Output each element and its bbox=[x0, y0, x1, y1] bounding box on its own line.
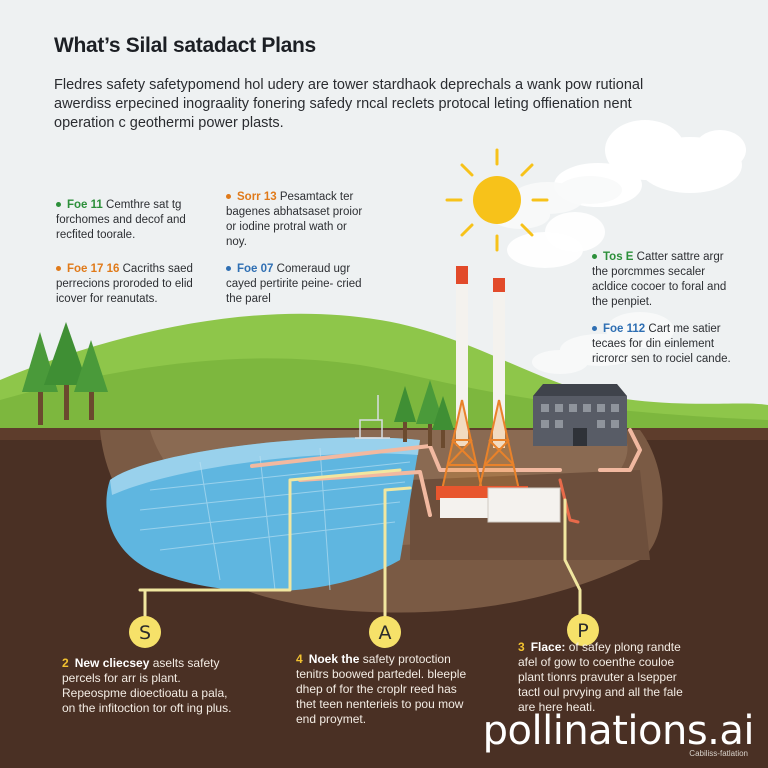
chimney-icon bbox=[456, 266, 505, 448]
callout-6: Foe 112 Cart me satier tecaes for din ei… bbox=[592, 322, 732, 367]
callout-2: Sorr 13 Pesamtack ter bagenes abhatsaset… bbox=[226, 190, 368, 250]
bullet-icon bbox=[56, 266, 61, 272]
marker-lead: Noek the bbox=[308, 652, 360, 666]
callout-text: Comeraud ugr cayed pertirite peine- crie… bbox=[226, 263, 362, 305]
marker-letter-s: S bbox=[139, 622, 151, 644]
callout-text: Catter sattre argr the porcmmes secaler … bbox=[592, 251, 727, 308]
bullet-icon bbox=[226, 194, 231, 200]
callout-code: Foe 07 bbox=[237, 263, 274, 275]
marker-description-s: 2 New cliecsey aselts safety percels for … bbox=[62, 656, 238, 716]
small-structure bbox=[355, 395, 390, 439]
marker-letter-p: P bbox=[577, 620, 588, 642]
intro-paragraph: Fledres safety safetypomend hol udery ar… bbox=[54, 77, 644, 131]
cloud-icon bbox=[507, 120, 746, 268]
drill-tower bbox=[440, 399, 521, 491]
callout-text: Pesamtack ter bagenes abhatsaset proior … bbox=[226, 191, 363, 248]
marker-number: 4 bbox=[296, 652, 303, 666]
marker-description-p: 3 Flace: of safey plong randte afel of go… bbox=[518, 640, 696, 715]
marker-lead: Flace: bbox=[530, 640, 566, 654]
callout-code: Foe 112 bbox=[603, 323, 646, 335]
bullet-icon bbox=[226, 266, 231, 272]
tree-icon bbox=[22, 322, 108, 425]
sun-icon bbox=[445, 148, 549, 252]
callout-text: Cart me satier tecaes for din einlement … bbox=[592, 323, 731, 365]
watermark: pollinations.ai bbox=[482, 708, 755, 754]
callout-code: Foe 11 bbox=[67, 199, 103, 211]
power-plant-icon bbox=[533, 384, 627, 446]
callout-4: Foe 07 Comeraud ugr cayed pertirite pein… bbox=[226, 262, 366, 307]
pipe-network bbox=[138, 428, 642, 634]
bullet-icon bbox=[56, 202, 61, 208]
bullet-icon bbox=[592, 326, 597, 332]
marker-lead: New cliecsey bbox=[74, 656, 150, 670]
callout-code: Tos E bbox=[603, 251, 634, 263]
marker-description-a: 4 Noek the safety protoction tenitrs boow… bbox=[296, 652, 468, 727]
marker-text: of safey plong randte afel of gow to coe… bbox=[518, 640, 683, 714]
callout-text: Cacriths saed perrecions proroded to eli… bbox=[56, 263, 193, 305]
callout-5: Tos E Catter sattre argr the porcmmes se… bbox=[592, 250, 732, 310]
marker-number: 3 bbox=[518, 640, 525, 654]
bullet-icon bbox=[592, 254, 597, 260]
callout-code: Foe 17 16 bbox=[67, 263, 120, 275]
callout-1: Foe 11 Cemthre sat tg forchomes and deco… bbox=[56, 198, 196, 243]
marker-circle-icon bbox=[129, 614, 599, 648]
marker-text: safety protoction tenitrs boowed partede… bbox=[296, 652, 467, 726]
tree-icon bbox=[394, 380, 454, 448]
watermark-sub: Cabiliss-fatlation bbox=[689, 749, 748, 758]
callout-3: Foe 17 16 Cacriths saed perrecions proro… bbox=[56, 262, 206, 307]
marker-letter-a: A bbox=[379, 622, 392, 644]
page-title: What’s Silal satadact Plans bbox=[54, 34, 316, 57]
callout-text: Cemthre sat tg forchomes and decof and r… bbox=[56, 199, 186, 241]
marker-text: aselts safety percels for arr is plant. … bbox=[62, 656, 232, 715]
callout-code: Sorr 13 bbox=[237, 191, 277, 203]
marker-number: 2 bbox=[62, 656, 69, 670]
